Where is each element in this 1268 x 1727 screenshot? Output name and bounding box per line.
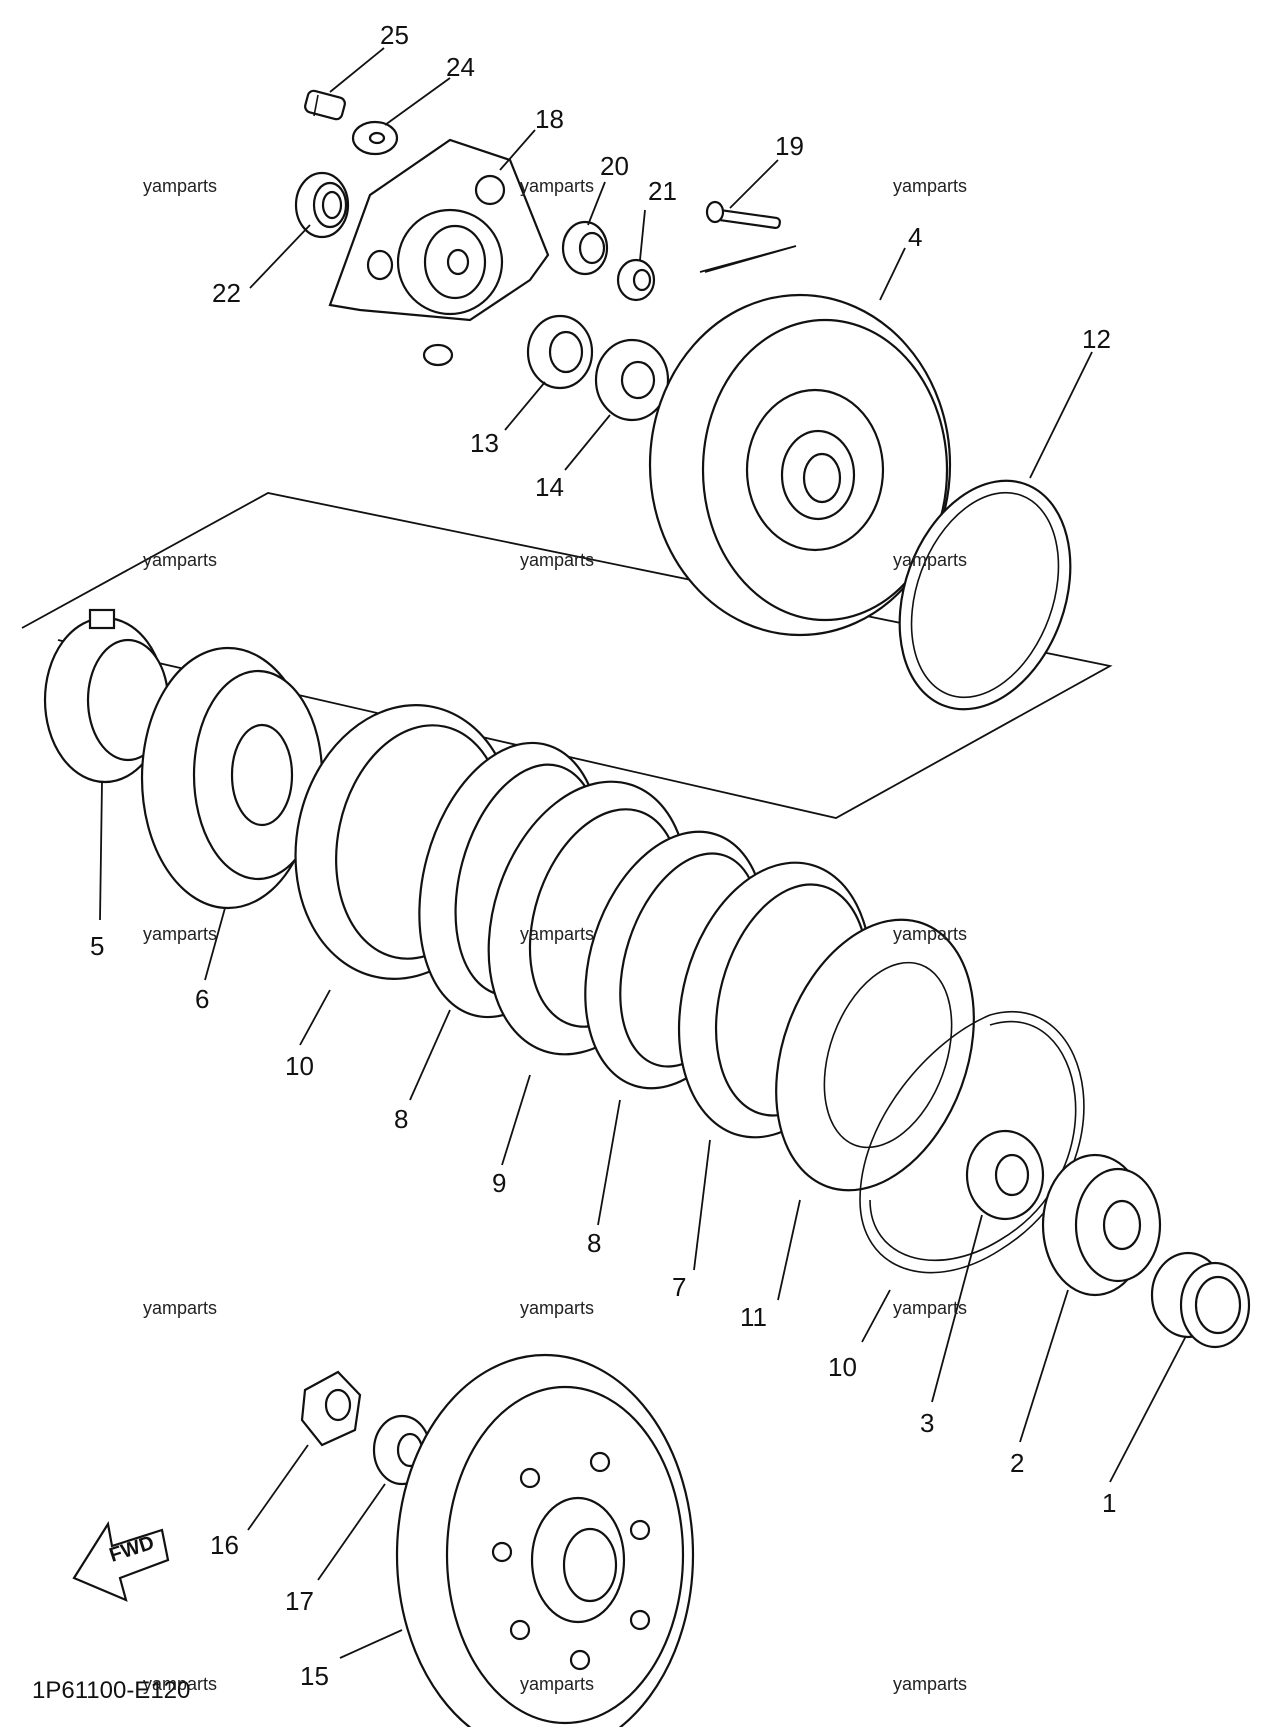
callout-17: 16 (210, 1530, 239, 1560)
part-21-collar (561, 220, 609, 276)
callout-6: 6 (195, 984, 209, 1014)
watermark: yamparts (893, 924, 967, 944)
callout-23: 22 (212, 278, 241, 308)
callout-15: 14 (535, 472, 564, 502)
watermark: yamparts (143, 1674, 217, 1694)
assembly-bracket-line (21, 492, 1113, 819)
watermark: yamparts (520, 924, 594, 944)
callout-24: 24 (446, 52, 475, 82)
part-14-collar (526, 314, 594, 390)
part-22-bushing (616, 258, 656, 302)
callout-7: 7 (672, 1272, 686, 1302)
callout-22: 21 (648, 176, 677, 206)
watermark: yamparts (143, 1298, 217, 1318)
part-23-bearing (294, 171, 350, 239)
callout-8a: 8 (394, 1104, 408, 1134)
callout-12: 11 (740, 1302, 767, 1332)
callout-4: 4 (908, 222, 922, 252)
callout-11: 10 (828, 1352, 857, 1382)
part-2-gear (1041, 1153, 1162, 1297)
part-24-washer (351, 120, 399, 156)
part-1-bushing (1150, 1251, 1251, 1349)
part-17-nut (300, 1370, 362, 1447)
diagram-code: 1P61100-E120 (32, 1677, 190, 1704)
assembly-bracket-line-top (699, 245, 797, 273)
part-19-plate (328, 138, 550, 367)
watermark: yamparts (893, 1674, 967, 1694)
callout-9: 9 (492, 1168, 506, 1198)
callout-14: 13 (470, 428, 499, 458)
watermark: yamparts (143, 550, 217, 570)
watermark: yamparts (520, 1674, 594, 1694)
callout-16: 15 (300, 1661, 329, 1691)
part-15-washer (594, 338, 670, 422)
part-3-washer (965, 1129, 1045, 1221)
callout-2: 2 (1010, 1448, 1024, 1478)
watermark: yamparts (893, 1298, 967, 1318)
watermark: yamparts (143, 176, 217, 196)
callout-1: 1 (1102, 1488, 1116, 1518)
watermark: yamparts (520, 1298, 594, 1318)
callout-25: 25 (380, 20, 409, 50)
callout-3: 3 (920, 1408, 934, 1438)
watermark: yamparts (520, 550, 594, 570)
part-13-spring-ring (898, 479, 1072, 711)
watermark: yamparts (893, 176, 967, 196)
callout-20: 19 (775, 131, 804, 161)
callout-8b: 8 (587, 1228, 601, 1258)
callout-13: 12 (1082, 324, 1111, 354)
part-25-screw (304, 89, 346, 121)
part-4-housing (648, 293, 952, 637)
fwd-arrow-icon: FWD (72, 1521, 170, 1602)
part-20-bolt (705, 200, 781, 229)
callout-18: 17 (285, 1586, 314, 1616)
leader-lines (99, 47, 1187, 1659)
watermark: yamparts (143, 924, 217, 944)
callout-21: 20 (600, 151, 629, 181)
part-6-hub (140, 646, 324, 910)
part-12-plate (775, 918, 975, 1192)
callout-5: 5 (90, 931, 104, 961)
part-16-gear (395, 1353, 695, 1727)
part-11-circlip (859, 1011, 1085, 1274)
callout-19: 18 (535, 104, 564, 134)
callout-10: 10 (285, 1051, 314, 1081)
watermark: yamparts (520, 176, 594, 196)
watermark: yamparts (893, 550, 967, 570)
